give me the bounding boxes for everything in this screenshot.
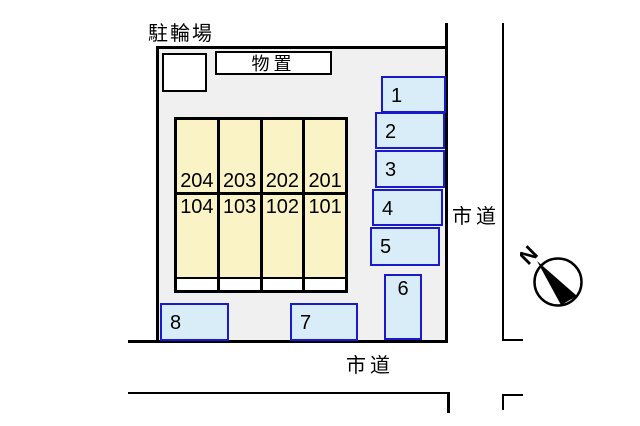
storage-label: 物置	[251, 54, 296, 74]
building-unit-column: 203 103	[219, 120, 263, 290]
small-structure	[162, 53, 207, 92]
building-porch-strip	[219, 277, 260, 290]
parking-space-number: 8	[170, 312, 182, 334]
bicycle-parking-label: 駐輪場	[148, 23, 214, 45]
unit-number-lower: 103	[222, 196, 257, 218]
road-label-right: 市道	[452, 206, 500, 228]
intersection-corner-mark	[502, 394, 523, 410]
parking-space-1: 1	[381, 76, 446, 113]
unit-number-upper: 203	[219, 120, 260, 195]
unit-number-lower: 102	[265, 196, 300, 218]
building-unit-column: 204 104	[177, 120, 220, 290]
compass: N	[520, 241, 583, 307]
unit-number-lower: 104	[180, 196, 214, 218]
building-porch-strip	[177, 277, 217, 290]
building-unit-column: 201 101	[305, 120, 345, 290]
parking-space-5: 5	[370, 227, 440, 266]
parking-space-number: 1	[391, 85, 403, 107]
unit-number-lower: 101	[308, 196, 342, 218]
parking-space-number: 5	[380, 236, 392, 258]
bottom-road-far-curb	[128, 392, 450, 413]
parking-space-number: 6	[397, 278, 409, 300]
parking-space-8: 8	[160, 303, 229, 341]
right-road-outer-curb	[502, 23, 523, 341]
parking-space-4: 4	[372, 189, 443, 226]
unit-number-upper: 201	[305, 120, 345, 195]
parking-space-number: 7	[300, 312, 312, 334]
unit-number-upper: 202	[262, 120, 303, 195]
north-needle-icon	[537, 261, 577, 305]
road-label-bottom: 市道	[346, 355, 394, 377]
parking-space-7: 7	[290, 303, 358, 341]
building-porch-strip	[305, 277, 345, 290]
building: 204 104 203 103 202 102 201 101	[174, 117, 348, 293]
parking-space-number: 3	[385, 159, 397, 181]
bottom-curb-extension	[128, 340, 157, 343]
building-unit-column: 202 102	[262, 120, 306, 290]
storage-shed: 物置	[215, 51, 332, 75]
parking-space-3: 3	[375, 150, 445, 188]
parking-space-2: 2	[375, 112, 445, 149]
parking-space-6: 6	[384, 274, 422, 340]
parking-space-number: 2	[385, 121, 397, 143]
unit-number-upper: 204	[177, 120, 217, 195]
parking-space-number: 4	[382, 198, 394, 220]
right-curb-extension	[445, 23, 448, 47]
building-porch-strip	[262, 277, 303, 290]
